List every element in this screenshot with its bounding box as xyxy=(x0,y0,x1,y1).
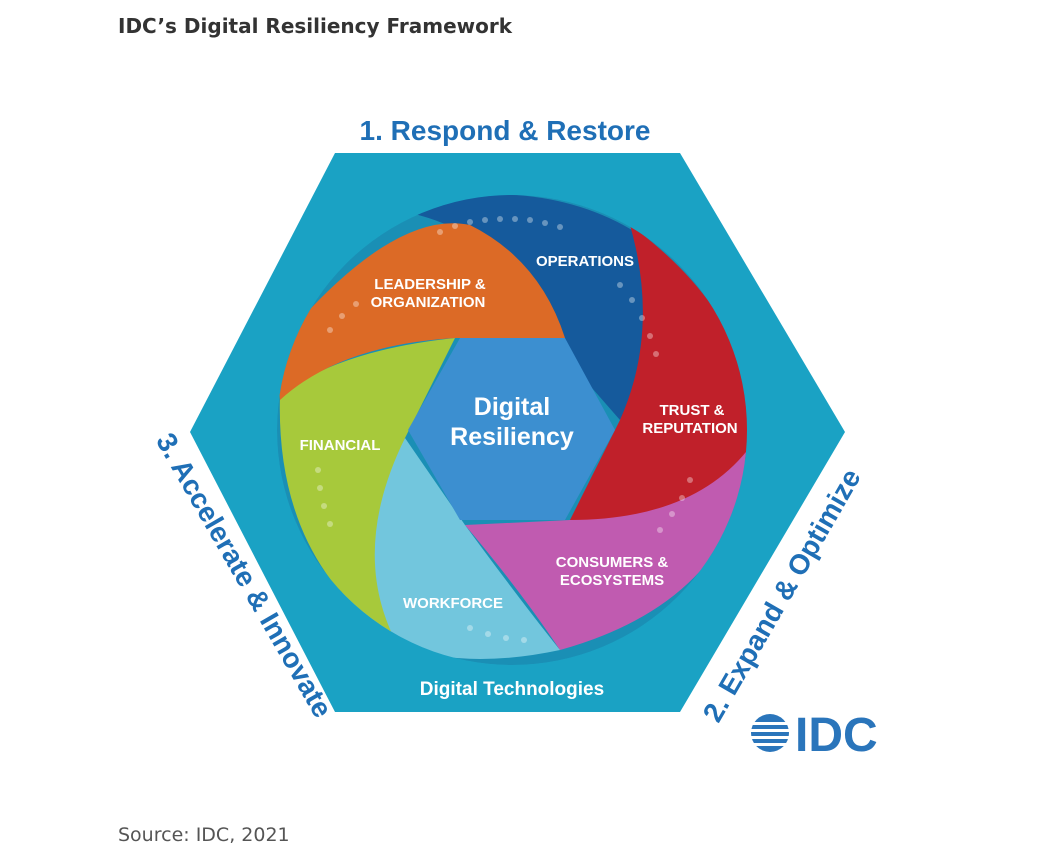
segment-operations xyxy=(380,195,656,420)
label-consumers-line1: CONSUMERS & xyxy=(556,554,669,571)
digital-technologies-label: Digital Technologies xyxy=(420,679,604,700)
globe-icon xyxy=(750,714,790,752)
label-trust-line2: REPUTATION xyxy=(642,420,737,437)
segment-workforce xyxy=(330,438,560,659)
source-caption: Source: IDC, 2021 xyxy=(118,824,290,846)
label-leadership-line2: ORGANIZATION xyxy=(371,294,486,311)
label-financial: FINANCIAL xyxy=(300,437,381,454)
phase-respond-restore: 1. Respond & Restore xyxy=(360,115,651,146)
label-leadership-line1: LEADERSHIP & xyxy=(374,276,486,293)
segment-financial xyxy=(279,338,455,640)
center-title-line2: Resiliency xyxy=(450,423,574,451)
segment-trust xyxy=(570,225,747,521)
page-title: IDC’s Digital Resiliency Framework xyxy=(118,14,513,38)
segment-consumers xyxy=(465,440,747,650)
center-title-line1: Digital xyxy=(474,393,550,421)
helix-dots xyxy=(315,216,693,643)
label-operations: OPERATIONS xyxy=(536,253,634,270)
center-hexagon xyxy=(408,338,615,520)
label-consumers-line2: ECOSYSTEMS xyxy=(560,572,664,589)
idc-logo-text: IDC xyxy=(795,709,878,762)
label-workforce: WORKFORCE xyxy=(403,595,503,612)
idc-logo: IDC xyxy=(750,709,878,762)
segment-leadership xyxy=(279,223,565,400)
label-trust-line1: TRUST & xyxy=(660,402,725,419)
